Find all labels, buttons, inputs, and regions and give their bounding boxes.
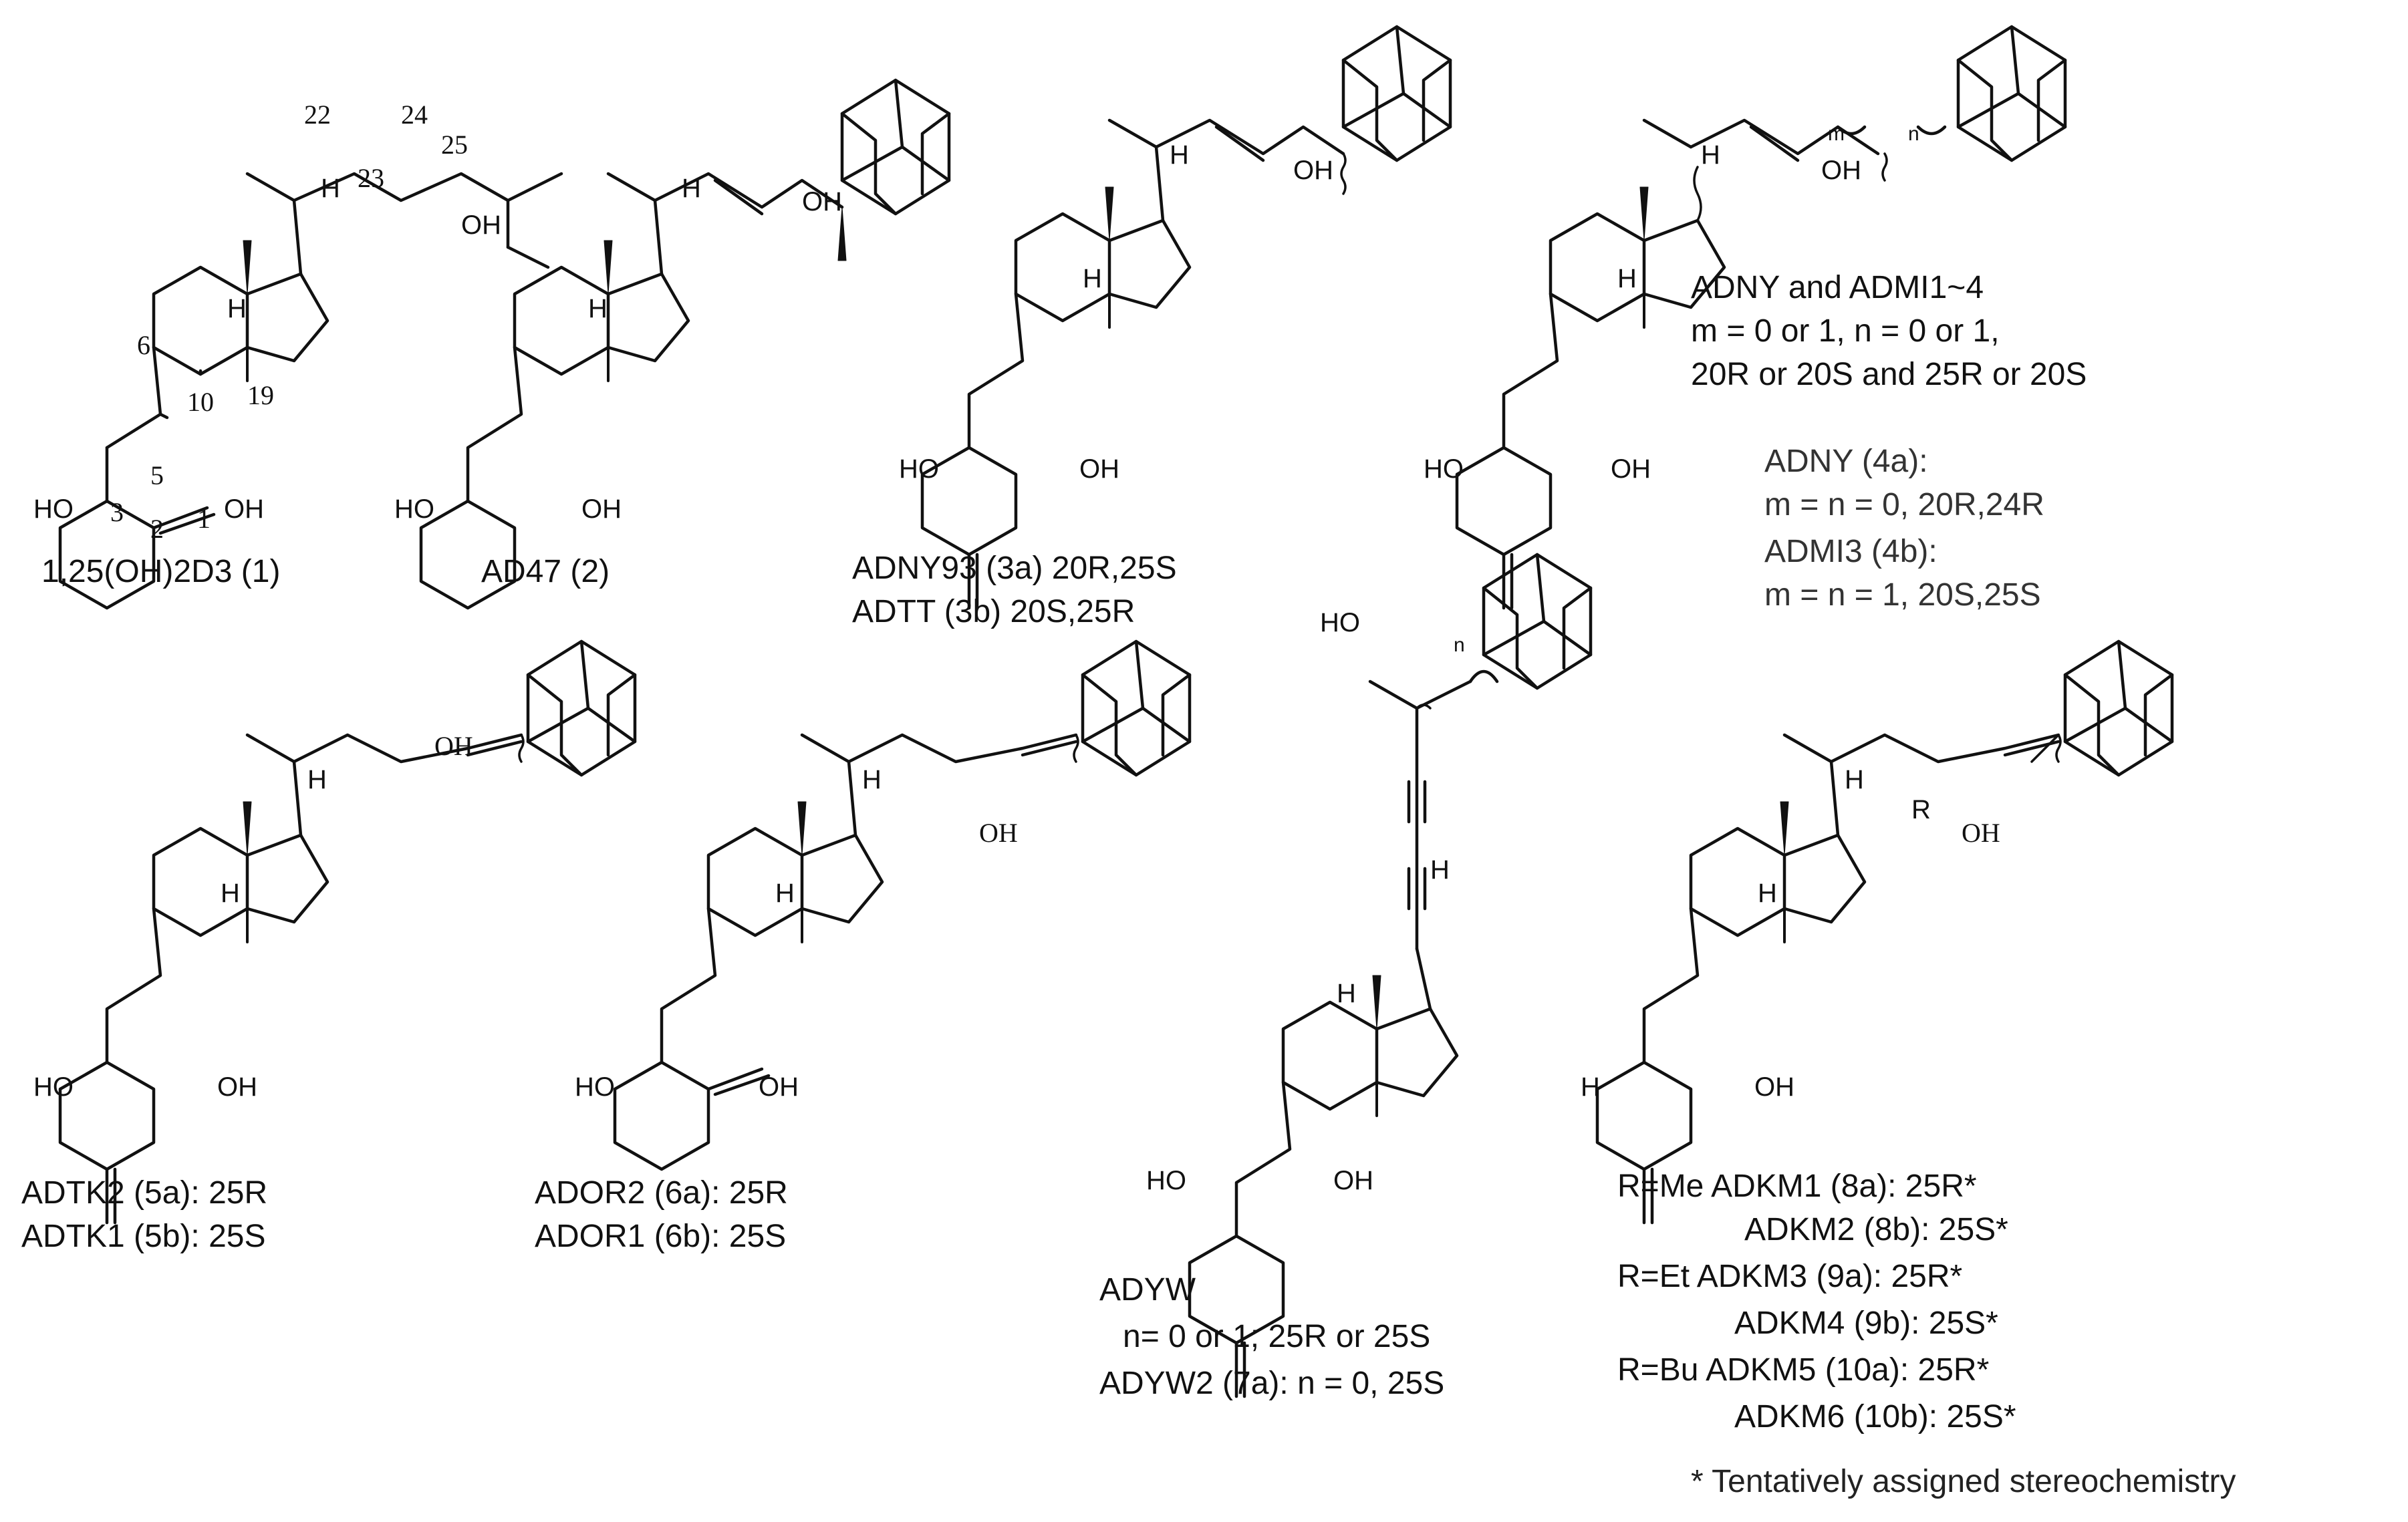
h-label: H — [1430, 855, 1450, 885]
h-label: H — [682, 174, 701, 203]
oh-label: OH — [1333, 1166, 1373, 1195]
oh-label: OH — [1079, 454, 1119, 484]
ho-label: HO — [394, 494, 434, 524]
r-label: R — [1911, 795, 1931, 824]
oh-label: OH — [217, 1072, 257, 1102]
structure-2 — [419, 80, 949, 610]
label-compound-6-line-0: ADOR2 (6a): 25R — [535, 1175, 788, 1211]
m-label: m — [1828, 123, 1845, 145]
h-label: H — [321, 174, 340, 203]
n-label: n — [1908, 123, 1919, 145]
label-compound-7-line-0: ADYW — [1099, 1272, 1196, 1308]
label-compound-4-detail-1: m = n = 0, 20R,24R — [1764, 487, 2044, 522]
atom-num-10: 10 — [187, 387, 214, 417]
ho-label: HO — [1146, 1166, 1186, 1195]
atom-num-6: 6 — [137, 330, 150, 360]
label-compound-1: 1,25(OH)2D3 (1) — [41, 554, 281, 589]
h-label: H — [1845, 765, 1864, 794]
atom-num-5: 5 — [150, 460, 164, 490]
atom-num-24: 24 — [401, 100, 428, 130]
h-label: H — [1170, 140, 1189, 170]
label-compound-9a: R=Et ADKM3 (9a): 25R* — [1617, 1259, 1963, 1294]
structure-7 — [1188, 555, 1591, 1398]
h-label: H — [775, 879, 795, 908]
atom-num-1: 1 — [197, 504, 211, 534]
label-compound-4-header-0: ADNY and ADMI1~4 — [1691, 270, 1984, 305]
label-compound-6-line-1: ADOR1 (6b): 25S — [535, 1219, 787, 1254]
h-label: H — [1758, 879, 1777, 908]
ho-label: HO — [575, 1072, 615, 1102]
h-label: H — [588, 294, 608, 323]
h-label: H — [227, 294, 247, 323]
oh-label: OH — [1611, 454, 1651, 484]
structure-8-10 — [1595, 641, 2172, 1225]
atom-num-19: 19 — [247, 380, 274, 410]
ho-label: HO — [33, 1072, 74, 1102]
h-label: H — [1617, 264, 1637, 293]
label-compound-7-line-1: n= 0 or 1; 25R or 25S — [1123, 1319, 1431, 1354]
atom-num-2: 2 — [150, 514, 164, 544]
label-compound-4-detail-2: ADMI3 (4b): — [1764, 534, 1937, 569]
structure-4 — [1455, 27, 2065, 610]
label-compound-10b: ADKM6 (10b): 25S* — [1734, 1399, 2016, 1434]
oh-label: OH — [581, 494, 622, 524]
oh-label: OH — [802, 187, 842, 216]
h-label: H — [1581, 1072, 1600, 1102]
structure-3 — [920, 27, 1450, 610]
ho-label: HO — [899, 454, 939, 484]
atom-num-23: 23 — [358, 163, 384, 193]
oh-label: OH — [1293, 156, 1333, 185]
label-compound-10a: R=Bu ADKM5 (10a): 25R* — [1617, 1352, 1990, 1388]
oh-label: OH — [979, 818, 1018, 848]
structure-5 — [58, 641, 635, 1225]
structure-1 — [58, 172, 563, 610]
h-label: H — [307, 765, 327, 794]
label-compound-9b: ADKM4 (9b): 25S* — [1734, 1306, 1998, 1341]
oh-label: OH — [1821, 156, 1861, 185]
label-compound-4-detail-3: m = n = 1, 20S,25S — [1764, 577, 2041, 613]
h-label: H — [1083, 264, 1102, 293]
ho-label: HO — [1424, 454, 1464, 484]
h-label: H — [1701, 140, 1720, 170]
oh-label: OH — [759, 1072, 799, 1102]
label-compound-4-header-2: 20R or 20S and 25R or 20S — [1691, 357, 2087, 392]
atom-num-3: 3 — [110, 497, 124, 527]
oh-label: OH — [224, 494, 264, 524]
label-compound-5-line-0: ADTK2 (5a): 25R — [21, 1175, 268, 1211]
label-compound-8b: ADKM2 (8b): 25S* — [1744, 1212, 2008, 1247]
label-compound-4-header-1: m = 0 or 1, n = 0 or 1, — [1691, 313, 2000, 349]
oh-label: OH — [1754, 1072, 1794, 1102]
label-compound-8a: R=Me ADKM1 (8a): 25R* — [1617, 1169, 1977, 1204]
atom-num-22: 22 — [304, 100, 331, 130]
label-compound-3b: ADTT (3b) 20S,25R — [852, 594, 1135, 629]
footnote: * Tentatively assigned stereochemistry — [1691, 1464, 2236, 1499]
label-compound-5-line-1: ADTK1 (5b): 25S — [21, 1219, 266, 1254]
ho-label: HO — [1320, 608, 1360, 637]
h-label: H — [862, 765, 882, 794]
n-label: n — [1454, 634, 1465, 656]
structure-6 — [613, 641, 1190, 1171]
label-compound-7-line-2: ADYW2 (7a): n = 0, 25S — [1099, 1366, 1445, 1401]
ho-label: HO — [33, 494, 74, 524]
label-compound-3a: ADNY93 (3a) 20R,25S — [852, 551, 1177, 586]
label-compound-2: AD47 (2) — [481, 554, 610, 589]
oh-label: OH — [434, 731, 473, 761]
h-label: H — [1337, 979, 1356, 1008]
oh-label: OH — [461, 210, 501, 240]
label-compound-4-detail-0: ADNY (4a): — [1764, 444, 1928, 479]
h-label: H — [221, 879, 240, 908]
oh-label: OH — [1962, 818, 2000, 848]
atom-num-25: 25 — [441, 130, 468, 160]
